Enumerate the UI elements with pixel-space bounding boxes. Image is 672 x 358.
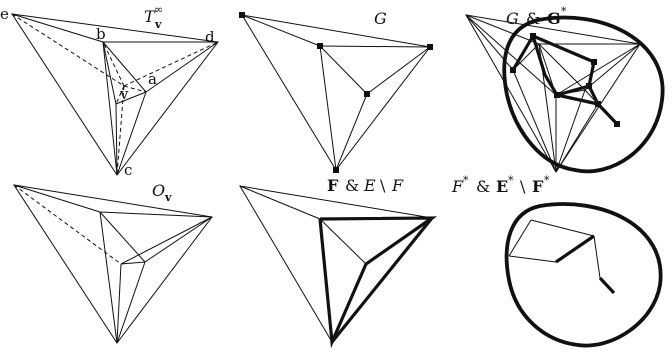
panel-g-edges: [241, 14, 431, 171]
vertex-node: [554, 92, 560, 98]
vertex-node: [239, 12, 245, 18]
panel-g-g-star-title: G & G *: [506, 5, 567, 28]
panel-g-g-star-dual-vertices: [510, 33, 620, 127]
panel-f-star-thin-edges: [508, 219, 601, 279]
vertex-node: [614, 121, 620, 127]
outer-face-dual-curve: [502, 15, 665, 174]
title-star: *: [561, 5, 567, 18]
title-g-bold: G: [547, 9, 561, 28]
panel-f-star-title: F * & E * \ F *: [451, 174, 550, 196]
panel-g-g-star-bold-dual-edges: [511, 34, 619, 126]
vertex-label-e: e: [0, 5, 9, 23]
title-t: T: [144, 7, 156, 26]
panel-g: G: [239, 9, 433, 173]
outer-face-dual-curve: [504, 202, 663, 348]
title-star: *: [463, 174, 469, 187]
vertex-node: [364, 91, 370, 97]
title-star: *: [544, 174, 550, 187]
panel-g-vertices: [239, 12, 433, 173]
panel-f-bold-edges: [318, 216, 438, 349]
title-f-bold: F: [327, 176, 339, 195]
panel-t-v-infinity: e b d a v c T ∞ v: [0, 3, 219, 179]
title-f: F: [391, 176, 404, 195]
vertex-label-d: d: [205, 28, 215, 46]
panel-o-v-edges: [12, 184, 213, 344]
panel-t-v-infinity-dashed-edges: [11, 13, 219, 176]
title-e-bold: E: [496, 177, 508, 196]
title-star: *: [508, 174, 514, 187]
title-subscript-v: v: [164, 191, 172, 204]
title-setminus: \: [520, 177, 526, 196]
vertex-node: [510, 67, 516, 73]
vertex-node: [530, 33, 536, 39]
vertex-node: [333, 167, 339, 173]
panel-f-star: F * & E * \ F *: [451, 174, 663, 348]
title-ampersand: &: [526, 9, 540, 28]
panel-f-title: F & E \ F: [327, 176, 404, 195]
title-superscript-infinity: ∞: [154, 3, 163, 16]
panel-t-v-infinity-title: T ∞ v: [144, 3, 163, 31]
vertex-label-a: a: [148, 70, 157, 88]
vertex-node: [317, 43, 323, 49]
title-e: E: [363, 176, 376, 195]
panel-f-and-e-minus-f: F & E \ F: [239, 176, 438, 349]
panel-g-g-star-thin-edges: [465, 14, 641, 173]
title-f: F: [451, 177, 464, 196]
panel-o-v-title: O v: [152, 181, 172, 204]
title-ampersand: &: [476, 177, 490, 196]
vertex-node: [586, 83, 592, 89]
vertex-label-c: c: [124, 161, 132, 179]
vertex-node: [591, 59, 597, 65]
panel-f-star-bold-edges: [555, 234, 616, 295]
panel-t-v-infinity-edges: [10, 13, 219, 176]
title-g: G: [506, 9, 519, 28]
panel-o-v-dashed-edge: [13, 184, 122, 265]
vertex-node: [427, 44, 433, 50]
vertex-label-v: v: [119, 85, 129, 103]
title-o: O: [152, 181, 165, 200]
panel-f-thin-edges: [239, 185, 433, 343]
title-setminus: \: [380, 176, 386, 195]
vertex-node: [595, 101, 601, 107]
panel-g-title: G: [374, 9, 387, 28]
panel-o-v: O v: [12, 181, 213, 344]
title-ampersand: &: [345, 176, 359, 195]
title-subscript-v: v: [154, 18, 162, 31]
title-f-bold: F: [532, 177, 544, 196]
vertex-label-b: b: [96, 25, 106, 43]
panel-g-and-g-star: G & G *: [465, 5, 665, 174]
